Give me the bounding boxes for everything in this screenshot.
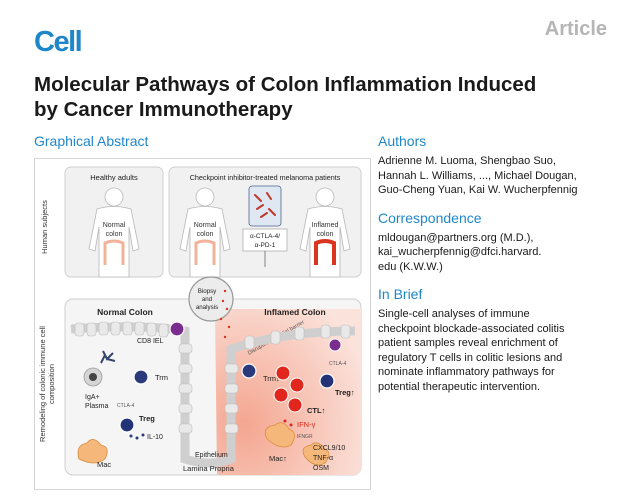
trm-cell [133, 369, 149, 385]
authors-heading: Authors [378, 133, 427, 149]
inflamed-colon-title: Inflamed Colon [264, 307, 325, 317]
lamina-propria-label: Lamina Propria [183, 464, 235, 473]
iga-plasma-nucleus [89, 373, 97, 381]
cell-logo: Cell [34, 26, 83, 58]
cd8-iel-cell [169, 321, 185, 337]
drug-label-1: α-CTLA-4/ [250, 233, 280, 240]
article-label: Article [544, 18, 607, 40]
correspondence-heading: Correspondence [378, 209, 482, 226]
right-column: Authors Adrienne M. Luoma, Shengbao Suo,… [378, 133, 618, 406]
in-brief-heading: In Brief [378, 286, 423, 302]
osm-label: OSM [313, 465, 329, 472]
inflamed-region [215, 309, 361, 475]
in-brief-line-3: patient samples reveal enrichment of [378, 337, 558, 349]
authors-line-1: Adrienne M. Luoma, Shengbao Suo, [378, 155, 556, 167]
mac-label-normal: Mac [97, 460, 111, 469]
ctla4-label-normal: CTLA-4 [117, 403, 134, 409]
trm-label: Trm [155, 373, 168, 382]
biopsy-dots [219, 289, 231, 339]
in-brief-line-4: regulatory T cells in colitic lesions an… [378, 351, 563, 364]
iga-plasma-label-2: Plasma [85, 403, 108, 410]
paper-title: Molecular Pathways of Colon Inflammation… [34, 72, 614, 122]
inflamed-colon-label-b: colon [317, 231, 334, 238]
biopsy-label-2: and [202, 296, 213, 303]
title-line-1: Molecular Pathways of Colon Inflammation… [34, 73, 537, 96]
authors-section: Authors Adrienne M. Luoma, Shengbao Suo,… [378, 133, 618, 198]
iga-plasma-label-1: IgA+ [85, 394, 100, 401]
correspondence-section: Correspondence mldougan@partners.org (M.… [378, 210, 618, 275]
epithelial-cells [74, 321, 351, 434]
tnf-label: TNF-α [313, 455, 333, 462]
cd8-iel-label: CD8 IEL [137, 338, 164, 345]
ctl-cells [273, 365, 305, 413]
in-brief-section: In Brief Single-cell analyses of immune … [378, 286, 618, 394]
biopsy-label-1: Biopsy [198, 288, 217, 295]
patients-label: Checkpoint inhibitor-treated melanoma pa… [190, 173, 341, 182]
treg-up-label: Treg↑ [335, 388, 355, 397]
title-line-2: by Cancer Immunotherapy [34, 98, 293, 121]
mac-cell-inflamed-1 [264, 422, 295, 448]
normal-colon-label-1a: Normal [103, 222, 126, 229]
trm-down-label: Trm↓ [263, 374, 280, 383]
iga-antibody-icon [100, 350, 116, 364]
il10-dots [129, 433, 145, 440]
graphical-abstract-svg: Human subjects Remodeling of colonic imm… [38, 166, 362, 476]
authors-line-2: Hannah L. Williams, ..., Michael Dougan, [378, 169, 577, 182]
treg-label-normal: Treg [139, 414, 155, 423]
cd8-iel-cell-inflamed [328, 338, 342, 352]
normal-colon-label-1b: colon [106, 231, 123, 238]
side-label-remodeling-2: composition [47, 364, 56, 404]
correspondence-line-3[interactable]: edu (K.W.W.) [378, 260, 443, 273]
authors-line-3: Guo-Cheng Yuan, Kai W. Wucherpfennig [378, 184, 578, 196]
colon-normal-1 [103, 239, 125, 265]
graphical-abstract-heading: Graphical Abstract [34, 133, 149, 149]
in-brief-line-2: checkpoint blockade-associated colitis [378, 322, 565, 335]
biopsy-label-3: analysis [196, 304, 218, 311]
antibody-icons [254, 192, 276, 218]
mac-cell-normal [77, 439, 108, 464]
normal-colon-title: Normal Colon [97, 307, 153, 317]
in-brief-line-6: potential therapeutic intervention. [378, 380, 541, 393]
side-label-human-subjects: Human subjects [40, 200, 49, 254]
in-brief-line-1: Single-cell analyses of immune [378, 308, 530, 320]
correspondence-line-1[interactable]: mldougan@partners.org (M.D.), [378, 231, 534, 244]
biopsy-circle [188, 276, 234, 322]
healthy-adults-label: Healthy adults [90, 173, 138, 182]
colon-normal-2 [194, 239, 216, 265]
mac-up-label: Mac↑ [269, 454, 287, 463]
iv-bag [248, 185, 282, 227]
colon-inflamed [314, 239, 336, 265]
correspondence-line-2[interactable]: kai_wucherpfennig@dfci.harvard. [378, 246, 542, 258]
side-label-remodeling-1: Remodeling of colonic immune cell [38, 326, 47, 442]
cxcl-label: CXCL9/10 [313, 445, 345, 452]
drug-label-2: α-PD-1 [255, 242, 276, 249]
ifngr-label: IFNGR [297, 434, 313, 440]
il10-label: IL-10 [147, 434, 163, 441]
treg-cell-inflamed [319, 373, 335, 389]
inflamed-colon-label-a: Inflamed [312, 222, 339, 229]
trm-cell-inflamed [241, 363, 257, 379]
normal-colon-label-2b: colon [197, 231, 214, 238]
ctla4-label-inflamed: CTLA-4 [329, 361, 346, 367]
normal-colon-label-2a: Normal [194, 222, 217, 229]
ctl-up-label: CTL↑ [307, 406, 325, 415]
ifn-label: IFN-γ [297, 420, 316, 429]
graphical-abstract-figure: Human subjects Remodeling of colonic imm… [34, 158, 371, 490]
mac-cell-inflamed-2 [302, 442, 330, 466]
epithelium-label: Epithelium [195, 452, 228, 459]
in-brief-line-5: nominate inflammatory pathways for [378, 366, 555, 378]
treg-cell-normal [119, 417, 135, 433]
